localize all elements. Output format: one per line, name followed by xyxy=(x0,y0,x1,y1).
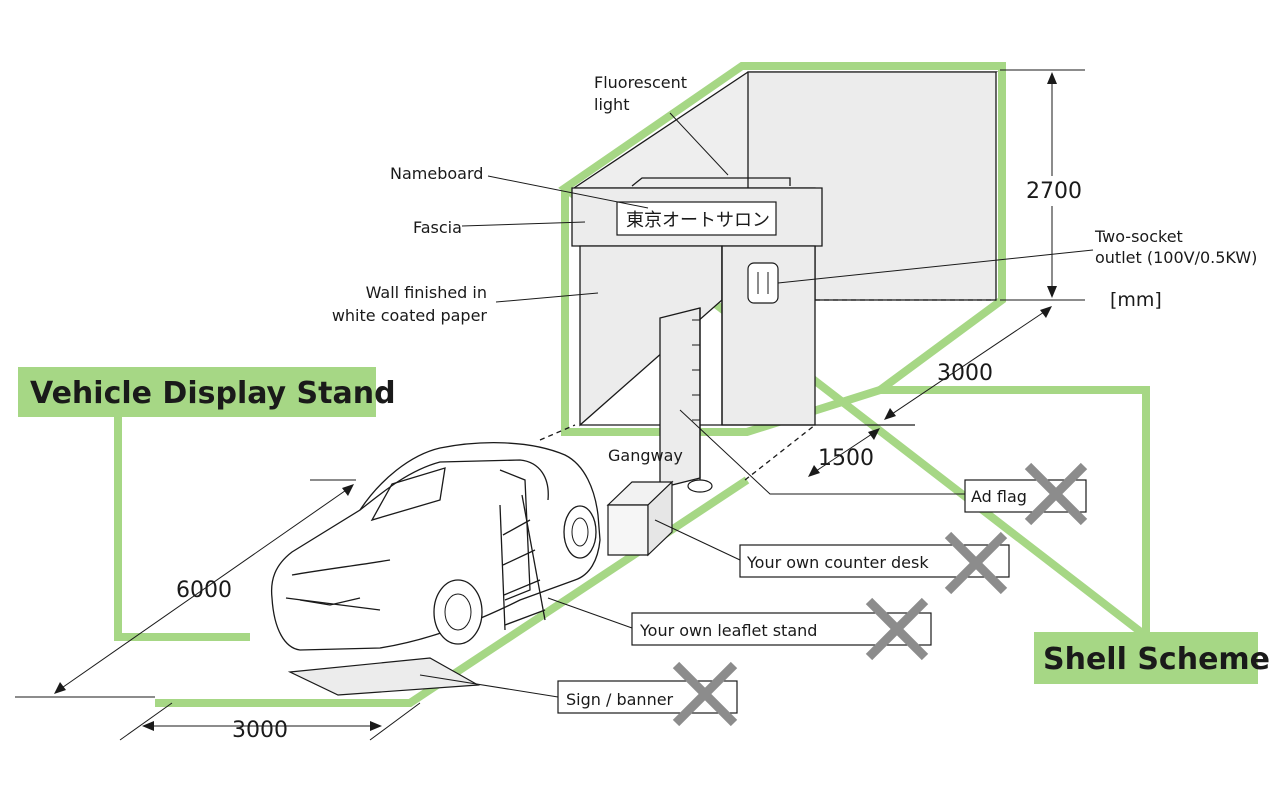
leaflet-stand-icon xyxy=(499,494,546,631)
counter-desk-icon xyxy=(606,480,674,557)
prohibited-leaflet-stand: Your own leaflet stand xyxy=(631,597,932,661)
vehicle-depth-dimension: 6000 xyxy=(176,578,232,603)
height-dim-bg xyxy=(1024,176,1084,206)
outlet-label-2: outlet (100V/0.5KW) xyxy=(1095,248,1257,267)
nameboard-label: Nameboard xyxy=(390,164,483,183)
height-dimension: 2700 xyxy=(1026,179,1082,204)
vehicle-display-stand-title-bg xyxy=(18,367,376,417)
fluorescent-light-label-2: light xyxy=(594,95,629,114)
counter-desk-label: Your own counter desk xyxy=(746,553,929,572)
ad-flag-label: Ad flag xyxy=(971,487,1027,506)
prohibited-counter-desk: Your own counter desk xyxy=(739,531,1010,595)
vehicle-display-stand-title: Vehicle Display Stand xyxy=(30,376,396,411)
floor-sign-icon xyxy=(287,657,481,696)
dimension-lines xyxy=(15,69,1085,741)
shell-scheme-title: Shell Scheme xyxy=(1043,642,1270,677)
ad-flag-icon xyxy=(659,307,713,493)
shell-scheme-title-box: Shell Scheme xyxy=(1034,632,1270,684)
outlet-label-1: Two-socket xyxy=(1094,227,1183,246)
shell-scheme-outline xyxy=(558,62,1150,645)
vehicle-width-dimension: 3000 xyxy=(232,718,288,743)
left-wall xyxy=(579,245,723,427)
shell-width-dimension: 3000 xyxy=(937,361,993,386)
gangway-boundary-right xyxy=(744,424,816,481)
sign-banner-label: Sign / banner xyxy=(566,690,674,709)
booth-structure: 東京オートサロン xyxy=(571,71,999,493)
fluorescent-light xyxy=(631,177,791,187)
nameboard xyxy=(616,201,777,236)
fascia-label: Fascia xyxy=(413,218,462,237)
leader-lines xyxy=(419,112,1094,698)
wall-label-2: white coated paper xyxy=(332,306,488,325)
shell-depth-dimension: 1500 xyxy=(818,446,874,471)
vehicle-stand-outline xyxy=(114,412,250,641)
outlet-icon xyxy=(747,262,779,304)
prohibited-ad-flag: Ad flag xyxy=(964,462,1088,526)
shell-scheme-title-bg xyxy=(1034,632,1258,684)
leaflet-stand-label: Your own leaflet stand xyxy=(639,621,817,640)
gangway-boundary-left xyxy=(539,424,576,441)
nameboard-text: 東京オートサロン xyxy=(626,210,770,231)
vehicle-icon xyxy=(270,442,601,651)
prohibited-sign-banner: Sign / banner xyxy=(557,661,738,727)
vehicle-display-stand-title-box: Vehicle Display Stand xyxy=(18,367,396,417)
wall-label-1: Wall finished in xyxy=(366,283,487,302)
unit-label: [mm] xyxy=(1110,289,1162,311)
fluorescent-light-label-1: Fluorescent xyxy=(594,73,687,92)
gangway-label: Gangway xyxy=(608,446,683,465)
